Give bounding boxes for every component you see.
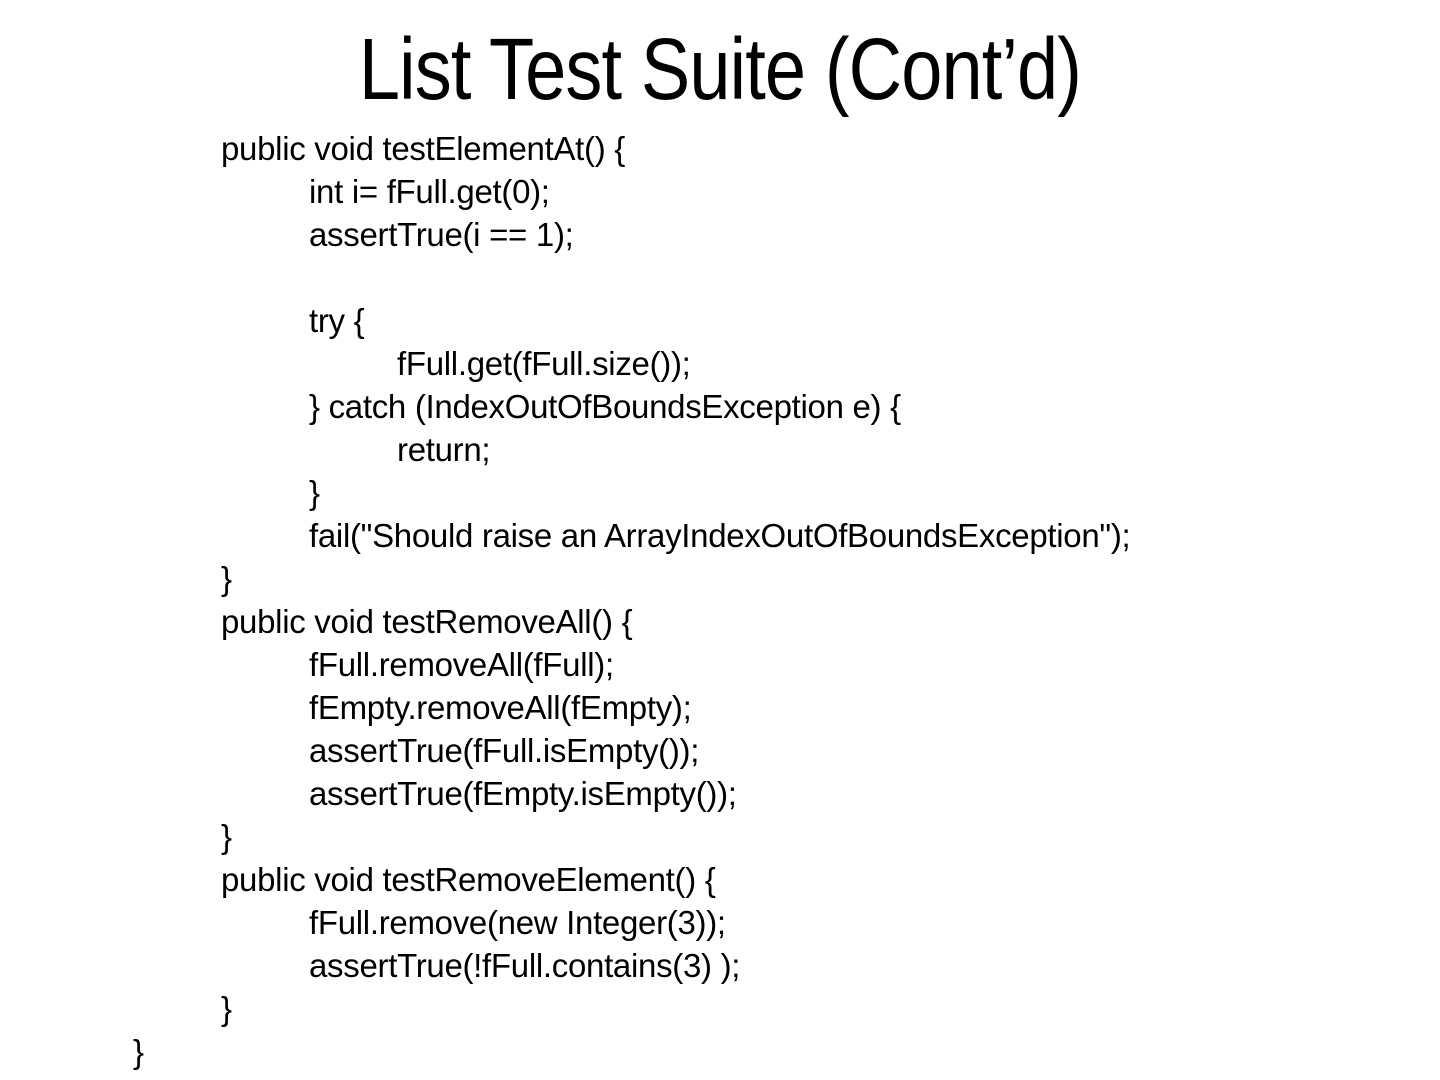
code-block: public void testElementAt() { int i= fFu… xyxy=(133,130,1131,1070)
slide-title: List Test Suite (Cont’d) xyxy=(358,21,1082,118)
